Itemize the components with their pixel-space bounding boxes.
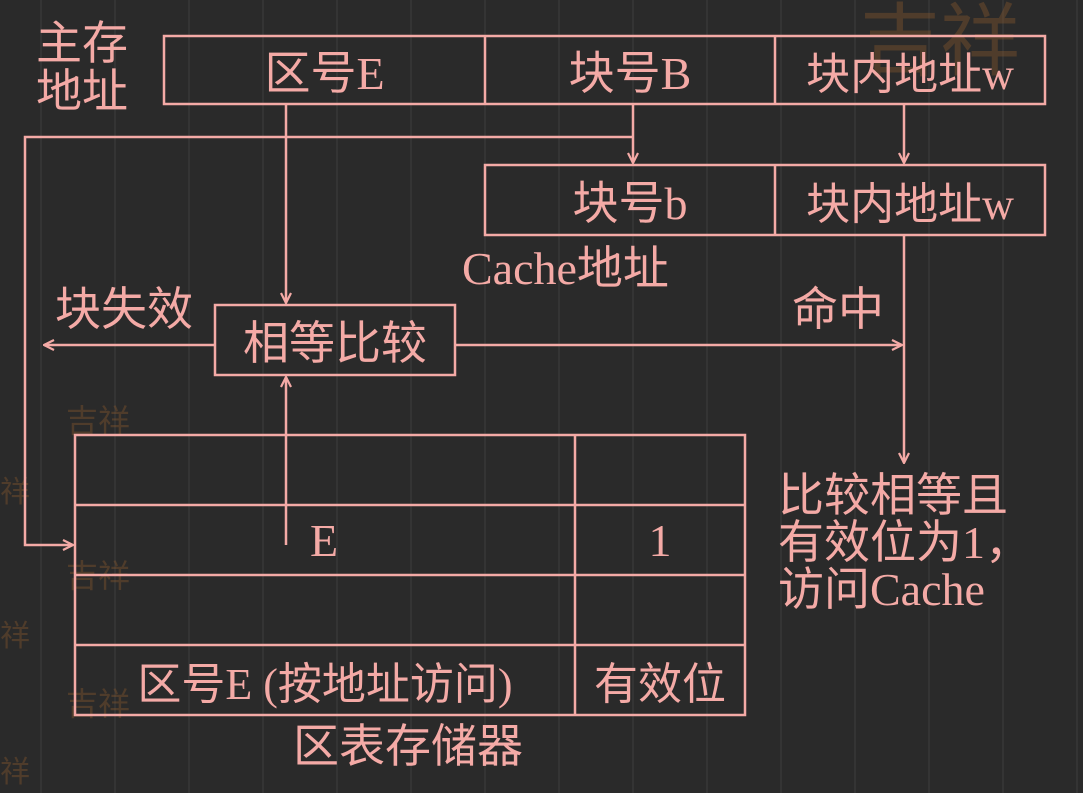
table-row-region (75, 435, 575, 505)
main-address-label: 主存 地址 (36, 18, 128, 118)
watermark-glyph: 吉 (860, 0, 940, 88)
watermark-glyph: 祥 (0, 755, 30, 790)
cache-address-box (483, 163, 1047, 237)
watermark-glyph: 祥 (940, 0, 1020, 88)
watermark-seal: 吉祥 (66, 405, 130, 437)
region-table-caption: 区表存储器 (293, 721, 523, 772)
block-to-table-arrow (23, 135, 633, 545)
cache-offset-field: 块内地址w (806, 180, 1014, 229)
miss-label: 块失效 (55, 284, 193, 335)
main-block-field: 块号B (568, 48, 692, 99)
table-row-region (75, 575, 575, 645)
watermark-glyph: 吉 (66, 402, 99, 440)
table-row-valid: 1 (648, 514, 672, 566)
main-region-field: 区号E (264, 48, 385, 99)
main-address-box (162, 34, 1047, 106)
comparator-box (213, 303, 457, 377)
cache-block-field: 块号b (572, 178, 688, 229)
table-row-region: E (310, 514, 339, 566)
watermark-glyph: 祥 (0, 619, 30, 654)
table-header-region: 区号E (按地址访问) (137, 660, 513, 709)
watermark-glyph: 祥 (98, 402, 131, 440)
hit-label: 命中 (792, 284, 884, 335)
table-row-valid (575, 575, 745, 645)
main-offset-field: 块内地址w (806, 50, 1014, 99)
table-row-valid (575, 435, 745, 505)
comparator-label: 相等比较 (243, 318, 427, 369)
watermark-seal: 祥 (0, 622, 30, 652)
watermark-seal-large: 吉祥 (860, 2, 1020, 82)
watermark-seal: 祥 (0, 758, 30, 788)
table-header-valid: 有效位 (594, 660, 726, 709)
result-note: 比较相等且 有效位为1， 访问Cache (778, 470, 1031, 615)
cache-address-label: Cache地址 (462, 243, 669, 294)
